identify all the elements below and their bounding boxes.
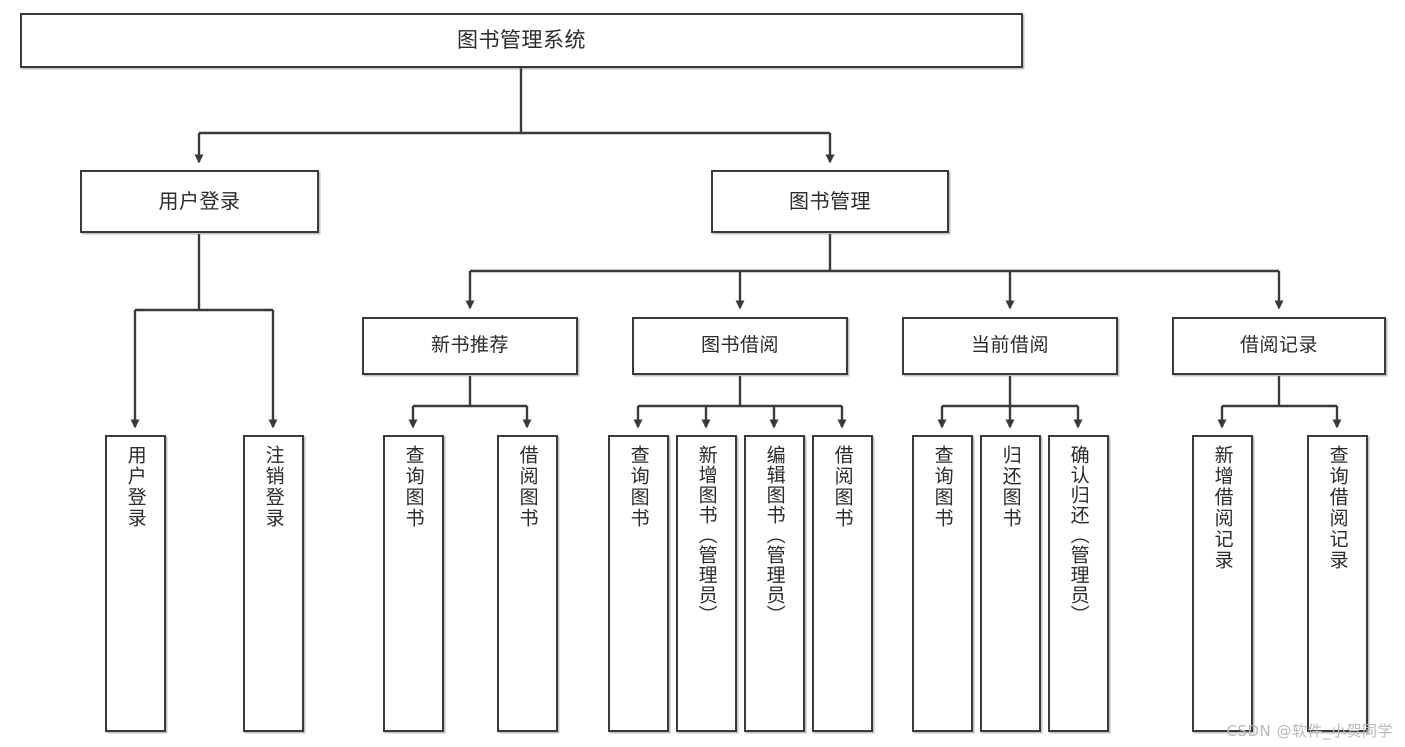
node-new-book-recommend-label: 新书推荐 xyxy=(430,334,509,357)
leaf-query-book-recommend[interactable]: 查询图书 xyxy=(383,435,444,732)
leaf-query-book-current-label: 查询图书 xyxy=(931,445,954,529)
leaf-edit-book-admin[interactable]: 编辑图书（管理员） xyxy=(744,435,805,732)
node-user-login[interactable]: 用户登录 xyxy=(80,170,319,233)
node-root-system-label: 图书管理系统 xyxy=(457,28,586,53)
leaf-query-book-current[interactable]: 查询图书 xyxy=(912,435,973,732)
node-current-borrow-label: 当前借阅 xyxy=(970,334,1049,357)
leaf-borrow-book-recommend[interactable]: 借阅图书 xyxy=(497,435,558,732)
node-book-manage-label: 图书管理 xyxy=(789,189,871,213)
leaf-query-book-borrow[interactable]: 查询图书 xyxy=(608,435,669,732)
leaf-user-logout[interactable]: 注销登录 xyxy=(243,435,304,732)
leaf-return-book[interactable]: 归还图书 xyxy=(980,435,1041,732)
leaf-add-borrow-record-label: 新增借阅记录 xyxy=(1211,445,1234,571)
node-user-login-label: 用户登录 xyxy=(158,189,241,213)
leaf-add-borrow-record[interactable]: 新增借阅记录 xyxy=(1192,435,1253,732)
leaf-query-borrow-record[interactable]: 查询借阅记录 xyxy=(1307,435,1368,732)
leaf-query-book-recommend-label: 查询图书 xyxy=(402,445,425,529)
leaf-user-login-label: 用户登录 xyxy=(124,445,147,529)
leaf-user-login[interactable]: 用户登录 xyxy=(105,435,166,732)
node-new-book-recommend[interactable]: 新书推荐 xyxy=(362,317,578,375)
node-current-borrow[interactable]: 当前借阅 xyxy=(902,317,1118,375)
leaf-query-borrow-record-label: 查询借阅记录 xyxy=(1326,445,1349,571)
leaf-edit-book-admin-label: 编辑图书（管理员） xyxy=(763,445,786,625)
node-borrow-record-label: 借阅记录 xyxy=(1239,334,1318,357)
leaf-borrow-book-borrow[interactable]: 借阅图书 xyxy=(812,435,873,732)
leaf-user-logout-label: 注销登录 xyxy=(262,445,285,529)
leaf-borrow-book-borrow-label: 借阅图书 xyxy=(831,445,854,529)
leaf-query-book-borrow-label: 查询图书 xyxy=(627,445,650,529)
leaf-add-book-admin[interactable]: 新增图书（管理员） xyxy=(676,435,737,732)
node-book-borrow[interactable]: 图书借阅 xyxy=(632,317,848,375)
node-borrow-record[interactable]: 借阅记录 xyxy=(1172,317,1386,375)
leaf-add-book-admin-label: 新增图书（管理员） xyxy=(695,445,718,625)
node-root-system[interactable]: 图书管理系统 xyxy=(20,13,1023,68)
node-book-borrow-label: 图书借阅 xyxy=(700,334,779,357)
leaf-confirm-return-admin[interactable]: 确认归还（管理员） xyxy=(1048,435,1109,732)
csdn-watermark: CSDN @软件_小贺同学 xyxy=(1226,722,1393,740)
leaf-confirm-return-admin-label: 确认归还（管理员） xyxy=(1067,445,1090,625)
leaf-return-book-label: 归还图书 xyxy=(999,445,1022,529)
node-book-manage[interactable]: 图书管理 xyxy=(711,170,949,233)
leaf-borrow-book-recommend-label: 借阅图书 xyxy=(516,445,539,529)
